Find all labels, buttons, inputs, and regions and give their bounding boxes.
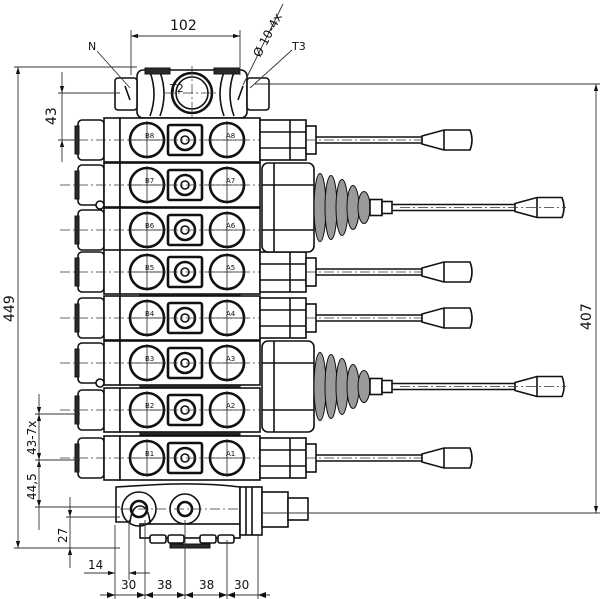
lever-section-1[interactable]	[306, 447, 473, 469]
dim-base-height: 27	[56, 528, 70, 543]
dim-bottom-3: 38	[199, 578, 214, 592]
dim-hole-offset: 14	[88, 558, 103, 572]
joystick-housing	[261, 340, 315, 433]
valve-section-5: B5 A5	[60, 249, 473, 298]
dim-overall-height: 449	[2, 295, 18, 322]
lever-handle-grip[interactable]	[421, 129, 473, 151]
lever-section-8[interactable]	[306, 129, 473, 151]
port-a-label: A3	[226, 355, 235, 363]
port-a-label: A5	[226, 264, 235, 272]
lever-housing	[259, 119, 307, 161]
dim-inlet-section: 43	[44, 107, 60, 125]
callout-mounting-holes: Ø 10-4x	[250, 11, 285, 60]
port-b-label: B3	[145, 355, 154, 363]
valve-section-1: B1 A1	[60, 435, 473, 481]
boot-fold	[357, 191, 371, 224]
port-b-label: B4	[145, 310, 155, 318]
port-a-label: A4	[226, 310, 236, 318]
valve-section-4: B4 A4	[60, 295, 473, 344]
linkage-pin	[95, 200, 105, 210]
valve-section-6: B6 A6	[60, 207, 261, 256]
boot-fold	[324, 175, 338, 240]
dim-handle-span: 407	[579, 303, 595, 330]
joystick-sections-7-6[interactable]	[261, 162, 566, 253]
boot-fold	[335, 179, 349, 236]
lever-housing	[259, 251, 307, 293]
dim-bottom-1: 30	[121, 578, 136, 592]
dimension-lines: 102 N Ø 10-4x T3 449 43 407 43-7x	[2, 3, 600, 599]
dim-bottom-2: 38	[157, 578, 172, 592]
boot-fold	[335, 358, 349, 415]
port-b-label: B1	[145, 450, 154, 458]
port-a-label: A6	[226, 222, 236, 230]
joystick-sections-3-2[interactable]	[261, 340, 566, 433]
inlet-cover: T2	[114, 66, 270, 120]
boot-fold	[313, 173, 327, 242]
port-a-label: A8	[226, 132, 235, 140]
port-b-label: B6	[145, 222, 155, 230]
port-b-label: B8	[145, 132, 154, 140]
lever-section-4[interactable]	[306, 307, 473, 329]
joystick-housing	[261, 162, 315, 253]
lever-section-5[interactable]	[306, 261, 473, 283]
cover-port-label: T2	[169, 82, 184, 95]
port-b-label: B7	[145, 177, 154, 185]
boot-fold	[346, 364, 360, 409]
lever-handle-grip[interactable]	[421, 447, 473, 469]
port-a-label: A7	[226, 177, 235, 185]
boot-fold	[324, 354, 338, 419]
lever-housing	[259, 297, 307, 339]
linkage-pin	[95, 378, 105, 388]
callout-n: N	[88, 40, 96, 53]
port-b-label: B2	[145, 402, 154, 410]
boot-fold	[346, 185, 360, 230]
port-a-label: A1	[226, 450, 235, 458]
end-cover	[115, 483, 309, 549]
dim-end-cover-offset: 44,5	[25, 473, 39, 500]
dim-top-width: 102	[170, 18, 197, 34]
lever-housing	[259, 437, 307, 479]
boot-fold	[313, 352, 327, 421]
port-b-label: B5	[145, 264, 154, 272]
lever-handle-grip[interactable]	[421, 307, 473, 329]
valve-section-8: B8 A8	[60, 117, 473, 166]
boot-fold	[357, 370, 371, 403]
dim-section-pitch: 43-7x	[25, 421, 39, 455]
port-a-label: A2	[226, 402, 235, 410]
valve-section-3: B3 A3	[60, 340, 261, 389]
valve-section-2: B2 A2	[60, 387, 261, 436]
callout-t3: T3	[291, 40, 306, 53]
valve-section-7: B7 A7	[60, 162, 261, 211]
lever-handle-grip[interactable]	[421, 261, 473, 283]
dim-bottom-4: 30	[234, 578, 249, 592]
